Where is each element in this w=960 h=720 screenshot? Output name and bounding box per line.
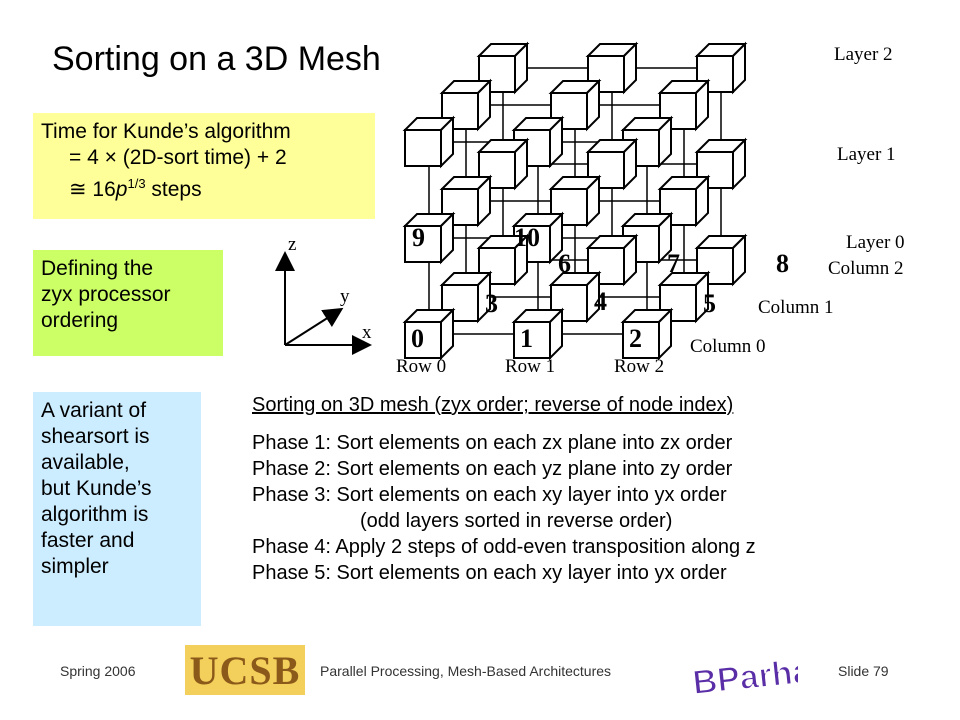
mesh-node-cube (402, 211, 456, 265)
mesh-node-cube (548, 78, 602, 132)
y-axis-label: y (340, 286, 350, 307)
variant-line: algorithm is (41, 503, 149, 526)
node-label-5: 5 (703, 289, 716, 318)
ordering-line: zyx processor (41, 283, 171, 306)
node-label-0: 0 (411, 324, 424, 353)
variant-line: available, (41, 451, 130, 474)
variant-line: but Kunde’s (41, 477, 152, 500)
node-label-2: 2 (629, 324, 642, 353)
mesh-node-cube (657, 270, 711, 324)
node-label-3: 3 (485, 289, 498, 318)
ucsb-logo: UCSB (185, 645, 305, 695)
time-line-3: ≅ 16p1/3 steps (69, 176, 202, 201)
time-line-1: Time for Kunde’s algorithm (41, 120, 291, 143)
row-2-label: Row 2 (614, 356, 664, 377)
mesh-node-cube (511, 307, 565, 361)
ordering-line: Defining the (41, 257, 154, 280)
mesh-node-cube (694, 233, 748, 287)
column-2-label: Column 2 (828, 258, 903, 279)
phase-line: Phase 1: Sort elements on each zx plane … (252, 432, 733, 454)
node-label-7: 7 (667, 249, 680, 278)
column-1-label: Column 1 (758, 297, 833, 318)
mesh-node-cube (439, 270, 493, 324)
ordering-line: ordering (41, 309, 119, 332)
mesh-node-cube (439, 174, 493, 228)
slide-title: Sorting on a 3D Mesh (52, 40, 381, 78)
variant-line: faster and (41, 529, 135, 552)
ordering-box: Defining the zyx processor ordering (33, 250, 223, 356)
node-labels: 0 1 2 3 4 5 6 7 8 9 10 (411, 223, 789, 353)
mesh-node-cube (402, 307, 456, 361)
time-line-2: = 4 × (2D-sort time) + 2 (69, 146, 287, 169)
mesh-node-cube (585, 41, 639, 95)
variant-line: simpler (41, 555, 109, 578)
mesh-node-cube (694, 41, 748, 95)
layer-0-label: Layer 0 (846, 232, 905, 253)
phase-list: Sorting on 3D mesh (zyx order; reverse o… (252, 392, 756, 586)
phase-line: Phase 3: Sort elements on each xy layer … (252, 484, 727, 506)
time-complexity-box: Time for Kunde’s algorithm = 4 × (2D-sor… (33, 113, 375, 219)
footer-course: Parallel Processing, Mesh-Based Architec… (320, 663, 612, 679)
node-label-4: 4 (594, 287, 607, 316)
row-0-label: Row 0 (396, 356, 446, 377)
phase-line: Phase 2: Sort elements on each yz plane … (252, 458, 733, 480)
node-label-10: 10 (514, 223, 540, 252)
node-label-6: 6 (558, 249, 571, 278)
node-label-9: 9 (412, 223, 425, 252)
phase-line: Phase 5: Sort elements on each xy layer … (252, 562, 727, 584)
author-badge-text: BParhami (691, 648, 798, 701)
variant-line: A variant of (41, 399, 147, 422)
variant-box: A variant of shearsort is available, but… (33, 392, 201, 626)
mesh-node-cube (439, 78, 493, 132)
phase-line: Phase 4: Apply 2 steps of odd-even trans… (252, 536, 756, 558)
mesh-node-cube (476, 137, 530, 191)
phase-heading: Sorting on 3D mesh (zyx order; reverse o… (252, 394, 734, 416)
z-axis-label: z (288, 234, 296, 255)
footer-date: Spring 2006 (60, 663, 136, 679)
mesh-node-cube (476, 41, 530, 95)
mesh-annotations: Layer 2 Layer 1 Layer 0 Column 2 Column … (396, 44, 905, 377)
x-axis-label: x (362, 322, 372, 343)
layer-2-label: Layer 2 (834, 44, 893, 65)
layer-1-label: Layer 1 (837, 144, 896, 165)
mesh-node-cube (402, 115, 456, 169)
mesh-node-cube (620, 307, 674, 361)
phase-line: (odd layers sorted in reverse order) (360, 510, 673, 532)
row-1-label: Row 1 (505, 356, 555, 377)
ucsb-logo-text: UCSB (189, 647, 301, 693)
mesh-cubes (402, 41, 748, 361)
mesh-node-cube (657, 78, 711, 132)
axis-triad: z y x (275, 234, 372, 355)
column-0-label: Column 0 (690, 336, 765, 357)
author-badge-logo: BParhami (690, 647, 798, 701)
node-label-8: 8 (776, 249, 789, 278)
y-axis-arrow (284, 307, 344, 346)
variant-line: shearsort is (41, 425, 150, 448)
node-label-1: 1 (520, 324, 533, 353)
footer-slide-number: Slide 79 (838, 663, 889, 679)
